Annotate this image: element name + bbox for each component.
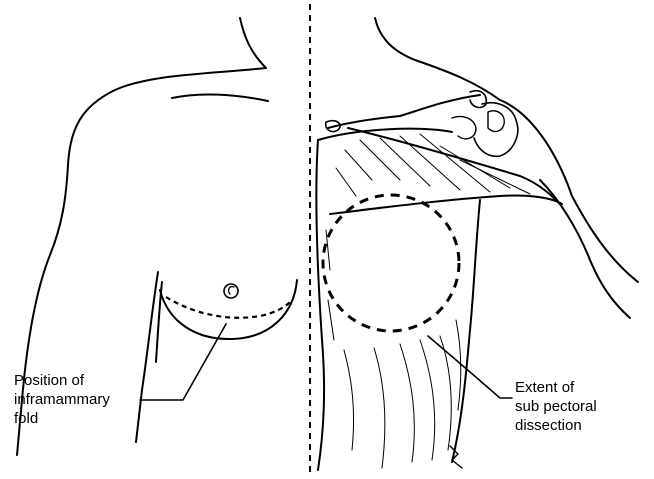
inframammary-fold-line [166, 297, 290, 318]
dissection-extent-label: Extent of sub pectoral dissection [515, 378, 597, 435]
label-line: fold [14, 409, 110, 428]
right-shoulder-outline [500, 100, 638, 282]
left-inner-arm-outline [136, 272, 158, 442]
left-neck-outline [240, 18, 266, 68]
right-neck-outline [375, 18, 500, 100]
inframammary-fold-label: Position of inframammary fold [14, 371, 110, 428]
label-line: dissection [515, 416, 597, 435]
label-line: inframammary [14, 390, 110, 409]
dissection-extent-circle [323, 195, 459, 331]
inframammary-fold-leader [140, 324, 226, 400]
dissection-leader [428, 336, 512, 398]
label-line: Position of [14, 371, 110, 390]
label-line: sub pectoral [515, 397, 597, 416]
muscle-fibres [326, 134, 530, 468]
pectoral-muscle-outline [316, 140, 324, 470]
right-clavicle [328, 95, 480, 128]
label-line: Extent of [515, 378, 597, 397]
left-clavicle [172, 94, 268, 101]
